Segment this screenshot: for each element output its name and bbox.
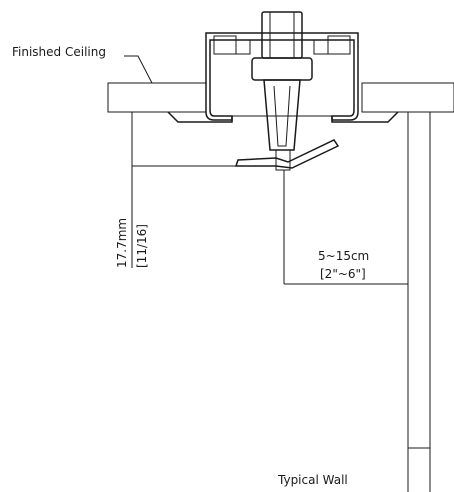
sprinkler-bulb: [273, 85, 291, 147]
wall-label: Typical Wall: [277, 473, 348, 487]
ceiling-leader: [124, 55, 153, 84]
ceiling-slab-left: [107, 82, 207, 113]
sprinkler-frame: [263, 79, 301, 151]
vertical-dimension: 17.7mm [11/16]: [115, 112, 238, 268]
horizontal-dim-metric: 5~15cm: [318, 249, 369, 263]
housing-tab-left-outer: [213, 35, 237, 55]
horizontal-dimension: 5~15cm [2"~6"]: [283, 170, 408, 285]
ceiling-label: Finished Ceiling: [12, 45, 106, 59]
housing-tab-right-inner: [313, 39, 329, 55]
deflector-hub: [275, 149, 291, 171]
housing-tab-right-outer: [327, 35, 351, 55]
housing-cup: [205, 32, 359, 121]
wall-section: [407, 111, 431, 449]
typical-wall: [407, 111, 431, 492]
housing-tab-left-inner: [235, 39, 251, 55]
sprinkler-head: [234, 11, 340, 171]
callouts: Finished Ceiling Typical Wall: [12, 45, 348, 487]
sprinkler-nut: [261, 11, 303, 59]
finished-ceiling: [107, 82, 454, 113]
ceiling-slab-right: [361, 82, 454, 113]
vertical-dim-metric: 17.7mm: [115, 218, 129, 268]
skirt-flange-right: [331, 111, 399, 123]
sprinkler-housing: [167, 32, 399, 123]
vertical-dim-imperial: [11/16]: [135, 224, 149, 268]
skirt-flange-left: [167, 111, 233, 123]
horizontal-dim-imperial: [2"~6"]: [320, 267, 366, 281]
sprinkler-body: [251, 57, 313, 81]
sprinkler-deflector: [234, 139, 340, 169]
